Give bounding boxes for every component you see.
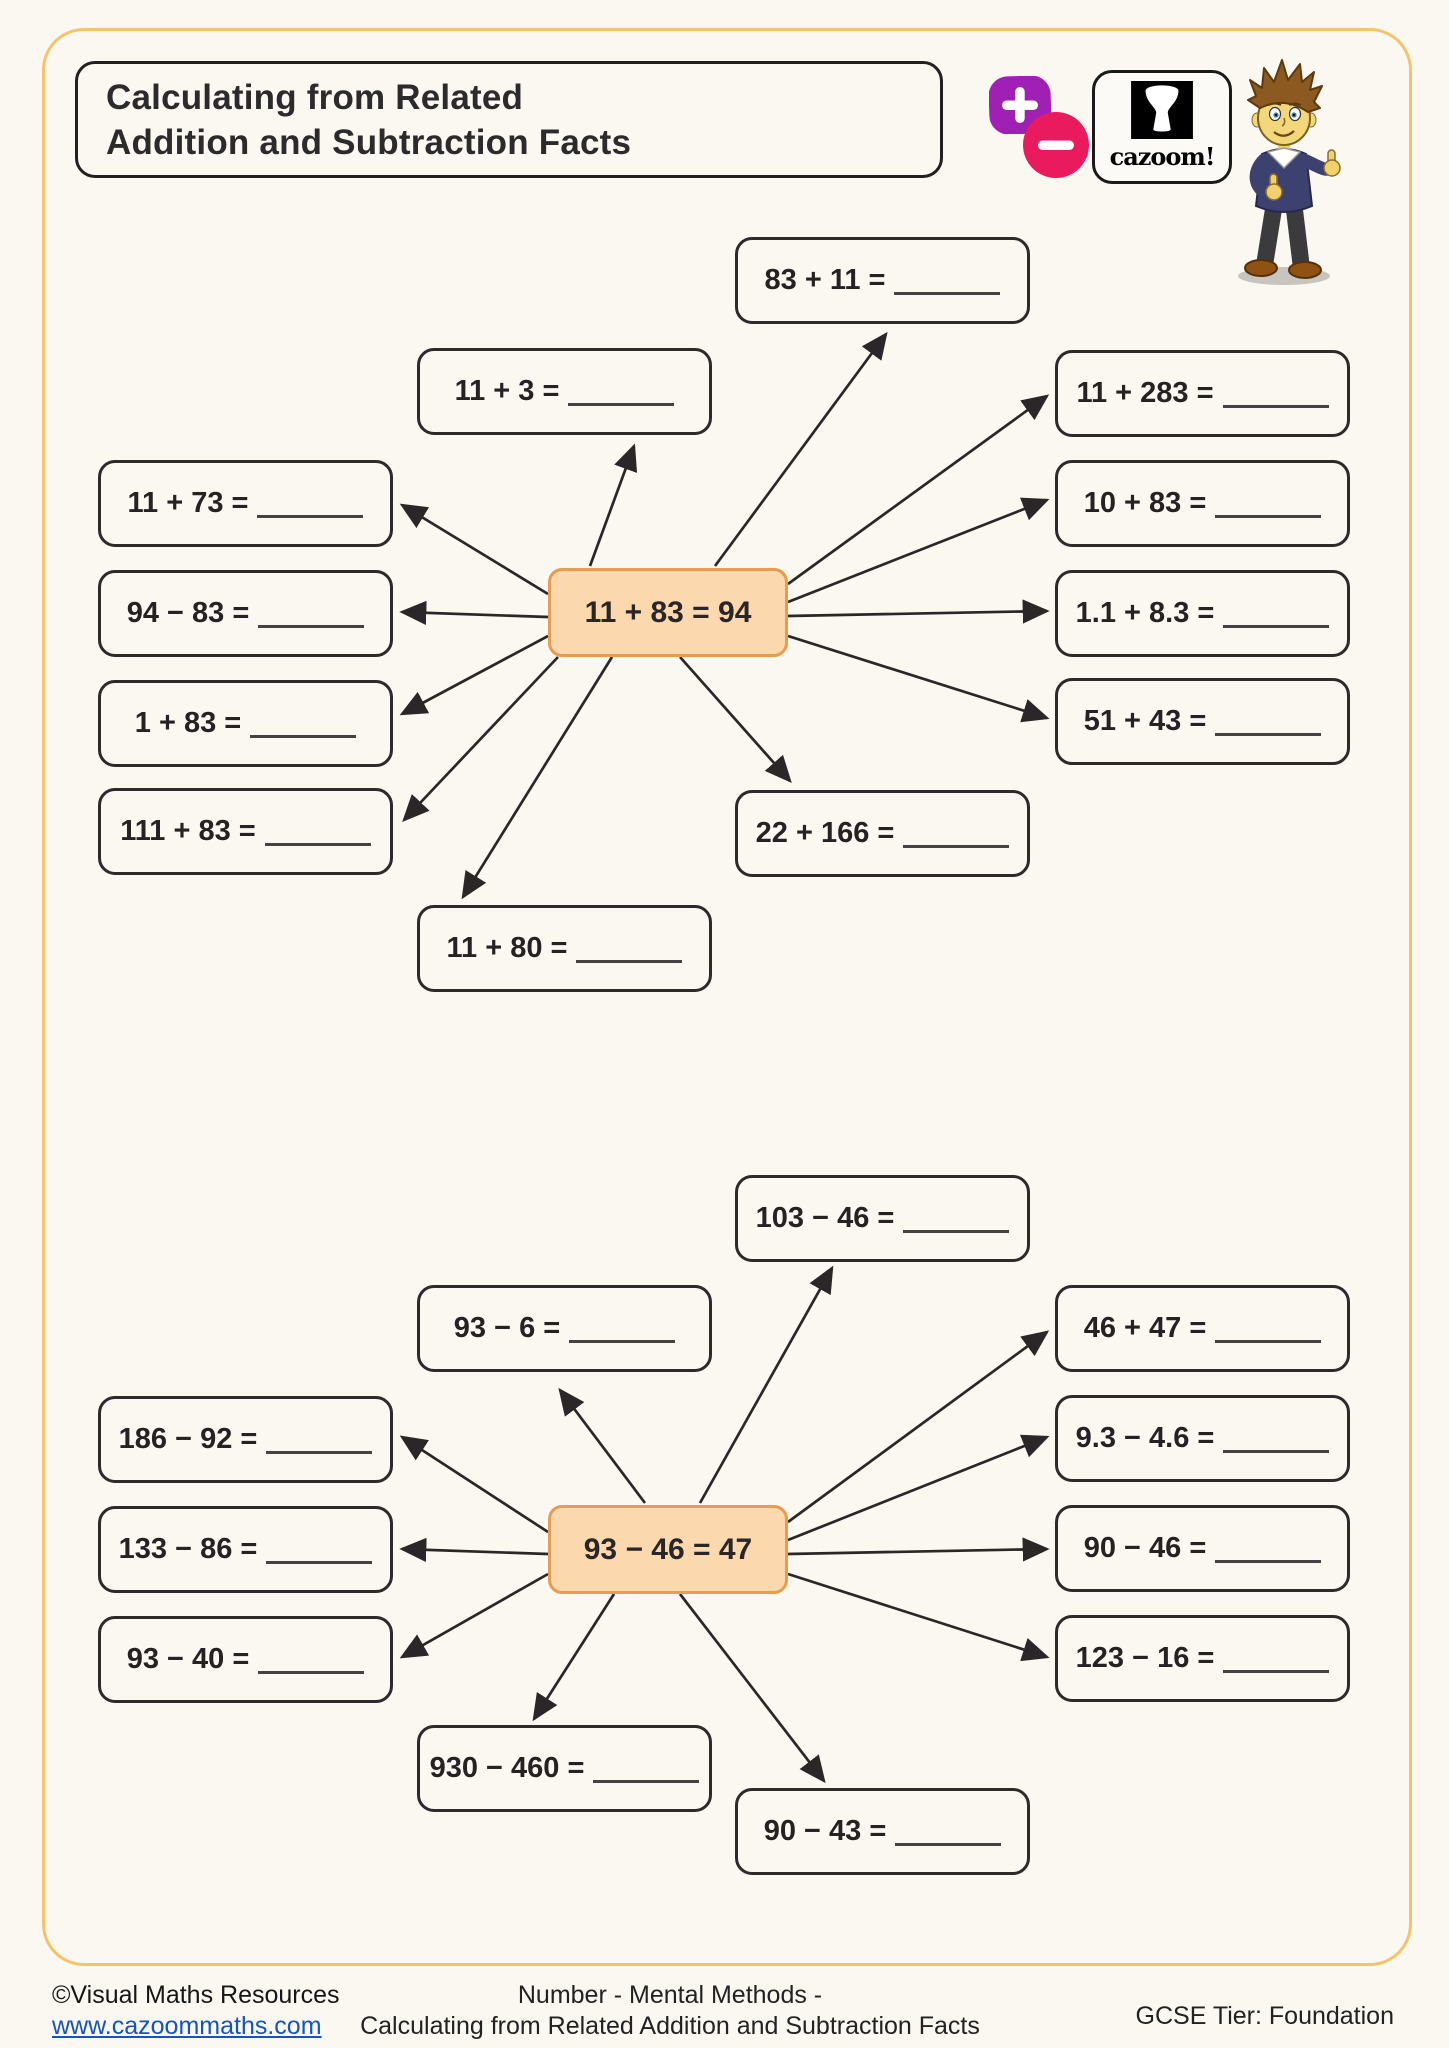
fact-box: 90 − 46 = (1055, 1505, 1350, 1592)
answer-blank (1215, 733, 1322, 736)
fact-label: 90 − 46 = (1083, 1532, 1207, 1564)
answer-blank (258, 625, 365, 628)
fact-label: 94 − 83 = (126, 597, 250, 629)
answer-blank (258, 1671, 365, 1674)
answer-blank (903, 845, 1010, 848)
fact-label: 83 + 11 = (764, 264, 886, 296)
fact-box: 11 + 73 = (98, 460, 393, 547)
fact-label: 1.1 + 8.3 = (1075, 597, 1215, 629)
answer-blank (266, 1561, 373, 1564)
mascot-boy-illustration (1238, 59, 1341, 285)
fact-box: 186 − 92 = (98, 1396, 393, 1483)
answer-blank (266, 1451, 373, 1454)
footer-topic-block: Number - Mental Methods - Calculating fr… (260, 1980, 1080, 2042)
fact-box: 1.1 + 8.3 = (1055, 570, 1350, 657)
topic-line2: Calculating from Related Addition and Su… (360, 2012, 980, 2040)
page-title-line1: Calculating from Related (106, 77, 524, 117)
center-fact-box: 93 − 46 = 47 (548, 1505, 788, 1594)
fact-box: 94 − 83 = (98, 570, 393, 657)
fact-label: 90 − 43 = (763, 1815, 887, 1847)
footer-copyright-block: ©Visual Maths Resources www.cazoommaths.… (52, 1980, 340, 2042)
answer-blank (1215, 515, 1322, 518)
center-fact-label: 11 + 83 = 94 (584, 595, 752, 629)
answer-blank (569, 1340, 676, 1343)
fact-box: 1 + 83 = (98, 680, 393, 767)
fact-box: 93 − 6 = (417, 1285, 712, 1372)
answer-blank (1215, 1340, 1322, 1343)
fact-box: 10 + 83 = (1055, 460, 1350, 547)
fact-box: 9.3 − 4.6 = (1055, 1395, 1350, 1482)
fact-box: 83 + 11 = (735, 237, 1030, 324)
center-fact-box: 11 + 83 = 94 (548, 568, 788, 657)
topic-line1: Number - Mental Methods - (517, 1981, 823, 2009)
answer-blank (894, 292, 1001, 295)
fact-box: 111 + 83 = (98, 788, 393, 875)
fact-label: 46 + 47 = (1083, 1312, 1207, 1344)
cazoom-logo: cazoom! (1092, 70, 1232, 184)
fact-label: 22 + 166 = (755, 817, 895, 849)
fact-label: 1 + 83 = (134, 707, 242, 739)
answer-blank (250, 735, 357, 738)
copyright-text: ©Visual Maths Resources (52, 1981, 340, 2009)
minus-icon (1023, 112, 1089, 178)
fact-box: 11 + 3 = (417, 348, 712, 435)
fact-label: 93 − 40 = (126, 1643, 250, 1675)
fact-box: 103 − 46 = (735, 1175, 1030, 1262)
fact-label: 11 + 283 = (1076, 377, 1214, 409)
fact-box: 90 − 43 = (735, 1788, 1030, 1875)
footer-tier-label: GCSE Tier: Foundation (1135, 2002, 1394, 2030)
answer-blank (903, 1230, 1010, 1233)
fact-label: 133 − 86 = (118, 1533, 258, 1565)
answer-blank (257, 515, 364, 518)
title-box: Calculating from Related Addition and Su… (75, 61, 943, 178)
fact-box: 46 + 47 = (1055, 1285, 1350, 1372)
fact-label: 9.3 − 4.6 = (1075, 1422, 1215, 1454)
fact-box: 11 + 283 = (1055, 350, 1350, 437)
fact-label: 93 − 6 = (453, 1312, 561, 1344)
answer-blank (1223, 1450, 1330, 1453)
answer-blank (264, 843, 371, 846)
answer-blank (568, 403, 675, 406)
goblet-icon (1095, 81, 1229, 144)
answer-blank (1222, 405, 1329, 408)
fact-label: 930 − 460 = (429, 1752, 585, 1784)
page-accent-border (42, 28, 1412, 1966)
fact-box: 51 + 43 = (1055, 678, 1350, 765)
answer-blank (1223, 1670, 1330, 1673)
fact-label: 11 + 73 = (127, 487, 249, 519)
fact-label: 11 + 3 = (454, 375, 560, 407)
fact-box: 123 − 16 = (1055, 1615, 1350, 1702)
fact-box: 133 − 86 = (98, 1506, 393, 1593)
fact-box: 22 + 166 = (735, 790, 1030, 877)
fact-box: 930 − 460 = (417, 1725, 712, 1812)
fact-label: 10 + 83 = (1083, 487, 1207, 519)
fact-label: 11 + 80 = (446, 932, 568, 964)
fact-label: 51 + 43 = (1083, 705, 1207, 737)
fact-box: 93 − 40 = (98, 1616, 393, 1703)
fact-label: 103 − 46 = (755, 1202, 895, 1234)
fact-label: 186 − 92 = (118, 1423, 258, 1455)
answer-blank (895, 1843, 1002, 1846)
page-title-line2: Addition and Subtraction Facts (106, 122, 632, 162)
answer-blank (1223, 625, 1330, 628)
answer-blank (593, 1780, 700, 1783)
answer-blank (1215, 1560, 1322, 1563)
website-link[interactable]: www.cazoommaths.com (52, 2012, 322, 2040)
center-fact-label: 93 − 46 = 47 (583, 1532, 753, 1566)
answer-blank (576, 960, 683, 963)
fact-label: 111 + 83 = (120, 815, 256, 847)
fact-box: 11 + 80 = (417, 905, 712, 992)
logo-wordmark: cazoom! (1109, 142, 1216, 171)
fact-label: 123 − 16 = (1075, 1642, 1215, 1674)
